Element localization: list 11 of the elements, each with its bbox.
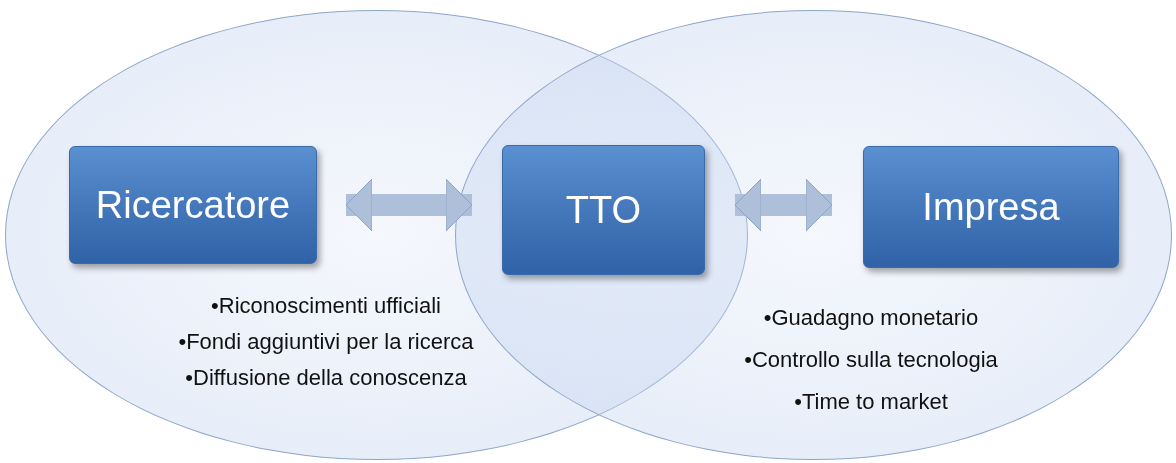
process-box: TTO bbox=[502, 145, 705, 275]
bullet-text: •Diffusione della conoscenza bbox=[185, 364, 467, 392]
process-box: Ricercatore bbox=[69, 146, 317, 264]
bullet-text: •Riconoscimenti ufficiali bbox=[211, 292, 441, 320]
bullet-text: •Controllo sulla tecnologia bbox=[744, 346, 998, 374]
process-box: Impresa bbox=[863, 146, 1119, 268]
bullet-text: •Guadagno monetario bbox=[763, 304, 979, 332]
bullet-text: •Time to market bbox=[794, 388, 948, 416]
double-arrow bbox=[734, 178, 833, 232]
double-arrow bbox=[345, 178, 473, 232]
bullet-text: •Fondi aggiuntivi per la ricerca bbox=[178, 328, 474, 356]
